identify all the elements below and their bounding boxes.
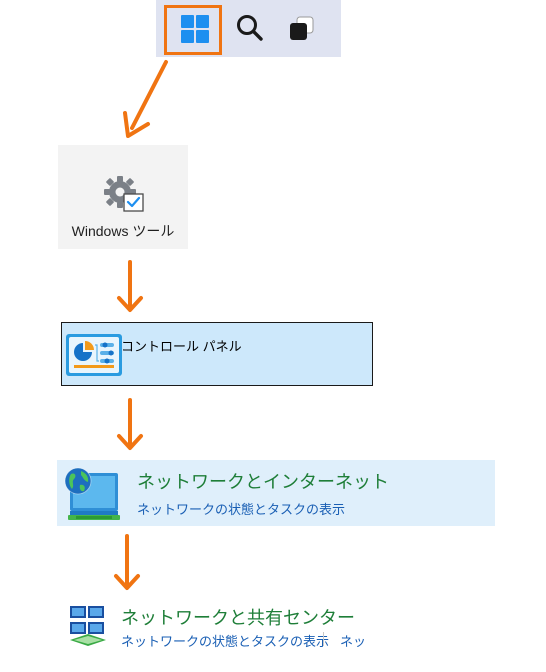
task-view-icon[interactable] (285, 12, 319, 44)
search-icon[interactable] (234, 12, 266, 44)
control-panel-label: コントロール パネル (121, 339, 242, 354)
arrow-4 (114, 534, 140, 590)
sharing-center-second-link[interactable]: ネッ (340, 634, 367, 649)
network-internet-title[interactable]: ネットワークとインターネット (137, 472, 389, 492)
windows-tools-label: Windows ツール (71, 223, 175, 239)
globe-network-icon (62, 465, 122, 523)
network-internet-row[interactable] (57, 460, 495, 526)
network-status-link[interactable]: ネットワークの状態とタスクの表示 (137, 502, 346, 517)
control-panel-icon (64, 331, 124, 379)
arrow-2 (117, 260, 143, 312)
windows-start-icon[interactable] (181, 15, 209, 43)
arrow-3 (117, 398, 143, 450)
link-separator (323, 632, 324, 646)
arrow-1 (123, 60, 168, 138)
gear-check-icon (102, 174, 146, 214)
sharing-center-title[interactable]: ネットワークと共有センター (121, 608, 355, 628)
start-button-highlight (164, 5, 222, 55)
network-sharing-icon (66, 604, 110, 648)
sharing-center-status-link[interactable]: ネットワークの状態とタスクの表示 (121, 634, 330, 649)
